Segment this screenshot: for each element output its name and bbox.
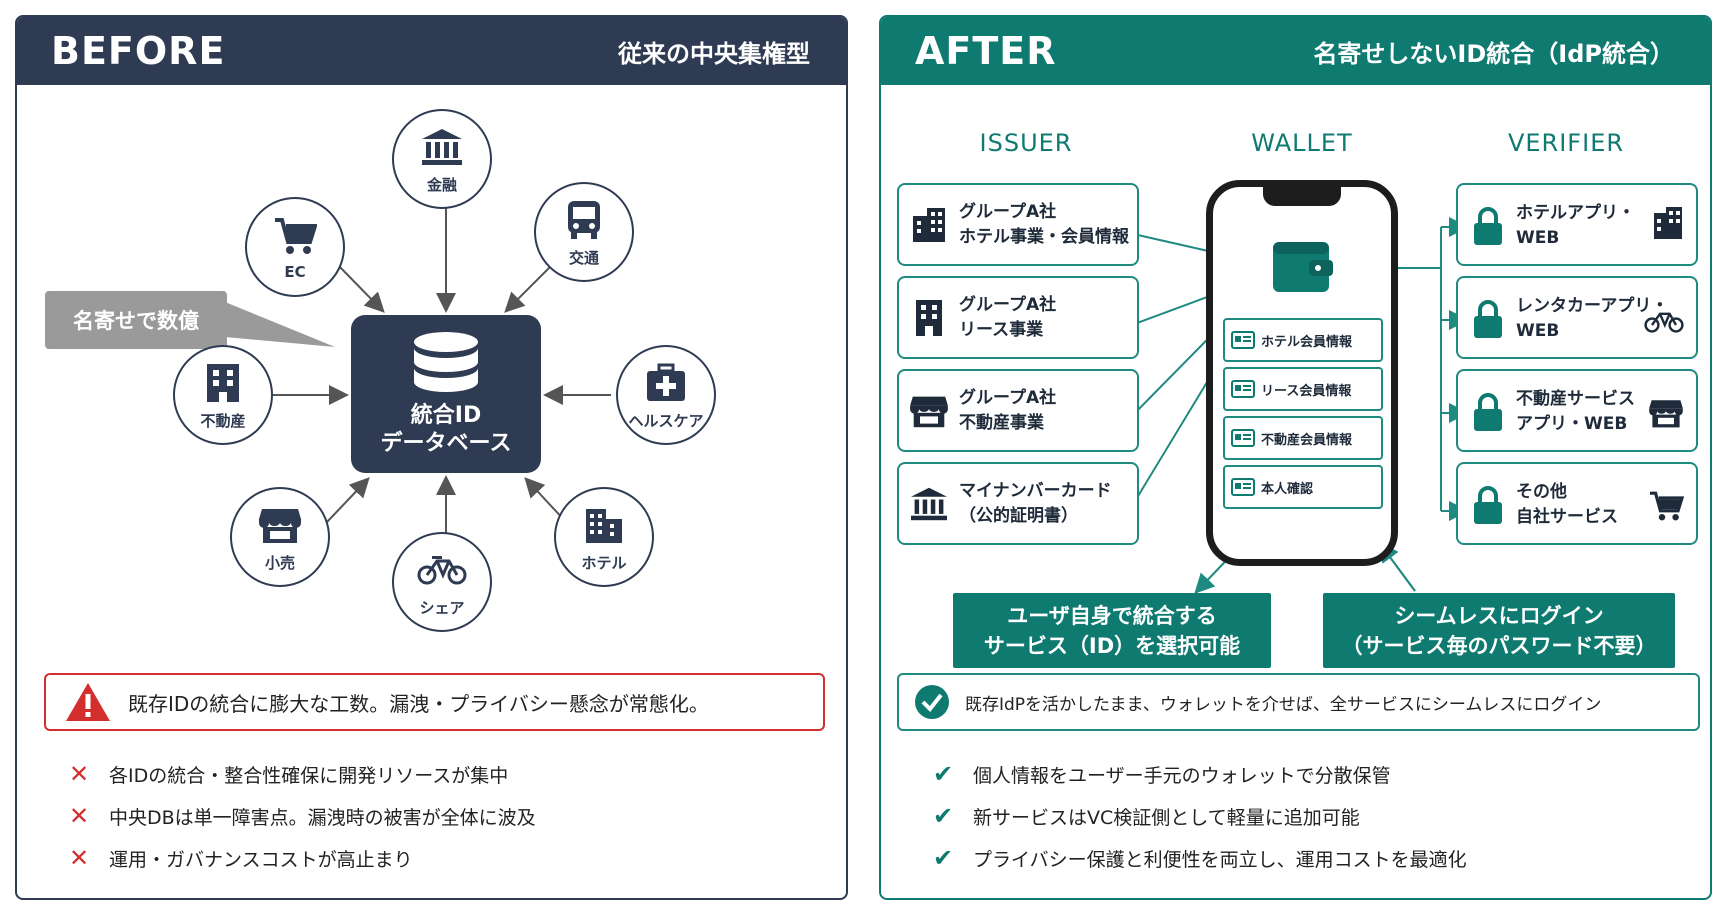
arrow-ec [335, 262, 385, 313]
center-label-2: データベース [380, 431, 512, 456]
bus-icon [568, 200, 600, 239]
issuer-card: マイナンバーカード（公的証明書） [897, 462, 1139, 545]
smartphone: ホテル会員情報 リース会員情報 不動産会員情報 本人確認 [1206, 180, 1398, 566]
bank-icon [422, 128, 462, 165]
verifier-card: レンタカーアプリ・WEB [1456, 276, 1698, 359]
issuer-card: グループA社不動産事業 [897, 369, 1139, 452]
before-alert: 既存IDの統合に膨大な工数。漏洩・プライバシー懸念が常態化。 [44, 673, 825, 731]
arrow-retail [326, 477, 370, 523]
node-retail: 小売 [230, 487, 330, 587]
id-card-icon [1231, 331, 1255, 349]
node-ec-label: EC [284, 263, 306, 281]
column-issuer: ISSUER [979, 129, 1073, 157]
check-circle-icon [915, 685, 949, 719]
lock-icon [1474, 300, 1502, 338]
before-header: BEFORE 従来の中央集権型 [17, 17, 846, 85]
id-card-icon [1231, 380, 1255, 398]
node-healthcare: ヘルスケア [616, 345, 716, 445]
column-verifier: VERIFIER [1507, 129, 1625, 157]
phone-notch [1263, 186, 1341, 206]
credential-item: リース会員情報 [1223, 367, 1383, 411]
bubble-label: 名寄せで数億 [45, 291, 227, 349]
cart-icon [275, 218, 317, 254]
after-summary-text: 既存IdPを活かしたまま、ウォレットを介せば、全サービスにシームレスにログイン [965, 694, 1602, 715]
node-retail-label: 小売 [264, 553, 295, 572]
credential-item: ホテル会員情報 [1223, 318, 1383, 362]
node-share: シェア [392, 532, 492, 632]
before-issue-list: ✕各IDの統合・整合性確保に開発リソースが集中 ✕中央DBは単一障害点。漏洩時の… [69, 753, 809, 879]
list-item: ✔プライバシー保護と利便性を両立し、運用コストを最適化 [933, 844, 1467, 872]
center-label-1: 統合ID [410, 403, 482, 428]
before-subtitle: 従来の中央集権型 [618, 39, 810, 68]
lock-icon [1474, 207, 1502, 245]
callout-seamless-login: シームレスにログイン（サービス毎のパスワード不要） [1323, 593, 1675, 668]
store-icon [1649, 400, 1683, 428]
building-icon [1654, 207, 1682, 239]
issuer-card: グループA社ホテル事業・会員情報 [897, 183, 1139, 266]
check-icon: ✔ [933, 802, 954, 830]
column-wallet: WALLET [1251, 129, 1353, 157]
node-hotel-label: ホテル [581, 553, 627, 572]
after-header: AFTER 名寄せしないID統合（IdP統合） [881, 17, 1710, 85]
cross-icon: ✕ [69, 844, 90, 872]
id-card-icon [1231, 429, 1255, 447]
credential-item: 本人確認 [1223, 465, 1383, 509]
bubble-tail [225, 302, 335, 347]
wallet-icon [1273, 242, 1333, 292]
before-title: BEFORE [51, 29, 226, 73]
warning-icon [66, 683, 110, 721]
node-transport-label: 交通 [568, 248, 599, 267]
after-subtitle: 名寄せしないID統合（IdP統合） [1313, 39, 1674, 68]
list-item: ✔個人情報をユーザー手元のウォレットで分散保管 [933, 760, 1391, 788]
building-icon [913, 207, 945, 242]
cross-icon: ✕ [69, 802, 90, 830]
list-item: ✔新サービスはVC検証側として軽量に追加可能 [933, 802, 1360, 830]
node-realestate: 不動産 [173, 345, 273, 445]
medical-kit-icon [647, 363, 685, 401]
bike-icon [417, 555, 467, 584]
lock-icon [1474, 393, 1502, 431]
before-panel: BEFORE 従来の中央集権型 名寄せで数億 統合ID データベース [15, 15, 848, 900]
list-item: ✕各IDの統合・整合性確保に開発リソースが集中 [69, 760, 509, 788]
arrow-transport [504, 262, 555, 313]
store-icon [910, 396, 948, 427]
node-finance-label: 金融 [426, 175, 457, 194]
database-icon [414, 332, 478, 392]
issuer-card: グループA社リース事業 [897, 276, 1139, 359]
store-icon [259, 508, 301, 543]
after-benefit-list: ✔個人情報をユーザー手元のウォレットで分散保管 ✔新サービスはVC検証側として軽… [933, 753, 1673, 879]
after-panel: AFTER 名寄せしないID統合（IdP統合） ISSUER WALLET VE… [879, 15, 1712, 900]
list-item: ✕運用・ガバナンスコストが高止まり [69, 844, 413, 872]
check-icon: ✔ [933, 844, 954, 872]
id-card-icon [1231, 478, 1255, 496]
after-summary: 既存IdPを活かしたまま、ウォレットを介せば、全サービスにシームレスにログイン [897, 673, 1700, 731]
node-realestate-label: 不動産 [200, 411, 246, 430]
after-title: AFTER [915, 29, 1057, 73]
verifier-card: ホテルアプリ・WEB [1456, 183, 1698, 266]
bike-icon [1644, 312, 1684, 333]
before-alert-text: 既存IDの統合に膨大な工数。漏洩・プライバシー懸念が常態化。 [128, 691, 709, 716]
verifier-card: その他自社サービス [1456, 462, 1698, 545]
node-ec: EC [245, 197, 345, 297]
check-icon: ✔ [933, 760, 954, 788]
node-hotel: ホテル [554, 487, 654, 587]
cross-icon: ✕ [69, 760, 90, 788]
verifier-card: 不動産サービスアプリ・WEB [1456, 369, 1698, 452]
building-icon [207, 363, 239, 402]
credential-item: 不動産会員情報 [1223, 416, 1383, 460]
node-transport: 交通 [534, 182, 634, 282]
node-finance: 金融 [392, 109, 492, 209]
central-database: 統合ID データベース [351, 315, 541, 473]
node-healthcare-label: ヘルスケア [628, 411, 704, 430]
hotel-building-icon [586, 508, 622, 543]
list-item: ✕中央DBは単一障害点。漏洩時の被害が全体に波及 [69, 802, 536, 830]
cart-icon [1650, 491, 1684, 521]
tower-icon [916, 299, 942, 336]
callout-user-selects: ユーザ自身で統合するサービス（ID）を選択可能 [953, 593, 1271, 668]
lock-icon [1474, 486, 1502, 524]
node-share-label: シェア [419, 598, 465, 617]
bank-icon [911, 487, 947, 520]
